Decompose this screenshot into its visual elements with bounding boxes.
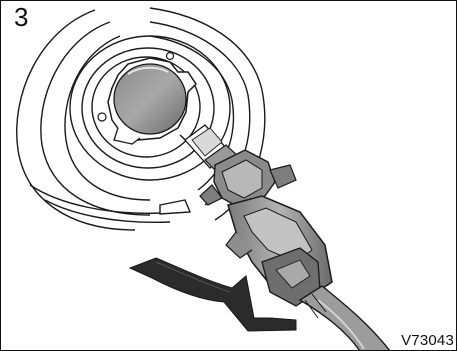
illustration-frame: 3 V73043 bbox=[0, 0, 457, 351]
frame-border bbox=[0, 0, 457, 351]
